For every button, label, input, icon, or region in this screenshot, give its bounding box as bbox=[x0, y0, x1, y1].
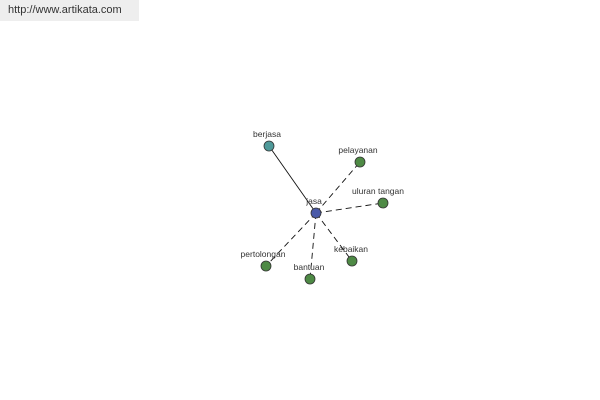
edge-pertolongan bbox=[265, 212, 317, 267]
edge-berjasa bbox=[268, 145, 317, 214]
node-pertolongan[interactable] bbox=[260, 260, 272, 272]
node-pelayanan[interactable] bbox=[354, 156, 366, 168]
node-kebaikan[interactable] bbox=[346, 255, 358, 267]
graph-edges bbox=[265, 145, 384, 280]
graph-nodes bbox=[260, 140, 389, 285]
edge-pelayanan bbox=[315, 161, 361, 214]
node-bantuan[interactable] bbox=[304, 273, 316, 285]
node-label-bantuan[interactable]: bantuan bbox=[294, 262, 325, 272]
edge-uluran-tangan bbox=[315, 202, 384, 214]
node-label-kebaikan[interactable]: kebaikan bbox=[334, 244, 368, 254]
node-jasa[interactable] bbox=[310, 207, 322, 219]
node-label-berjasa[interactable]: berjasa bbox=[253, 129, 281, 139]
node-berjasa[interactable] bbox=[263, 140, 275, 152]
node-label-jasa[interactable]: jasa bbox=[305, 196, 322, 206]
edge-kebaikan bbox=[315, 212, 353, 262]
node-label-uluran-tangan[interactable]: uluran tangan bbox=[352, 186, 404, 196]
node-label-pelayanan[interactable]: pelayanan bbox=[338, 145, 378, 155]
node-uluran-tangan[interactable] bbox=[377, 197, 389, 209]
node-label-pertolongan[interactable]: pertolongan bbox=[241, 249, 286, 259]
graph-labels: berjasa pelayanan uluran tangan kebaikan ban… bbox=[241, 129, 405, 272]
edge-bantuan bbox=[309, 212, 317, 280]
source-url[interactable]: http://www.artikata.com bbox=[0, 0, 139, 21]
